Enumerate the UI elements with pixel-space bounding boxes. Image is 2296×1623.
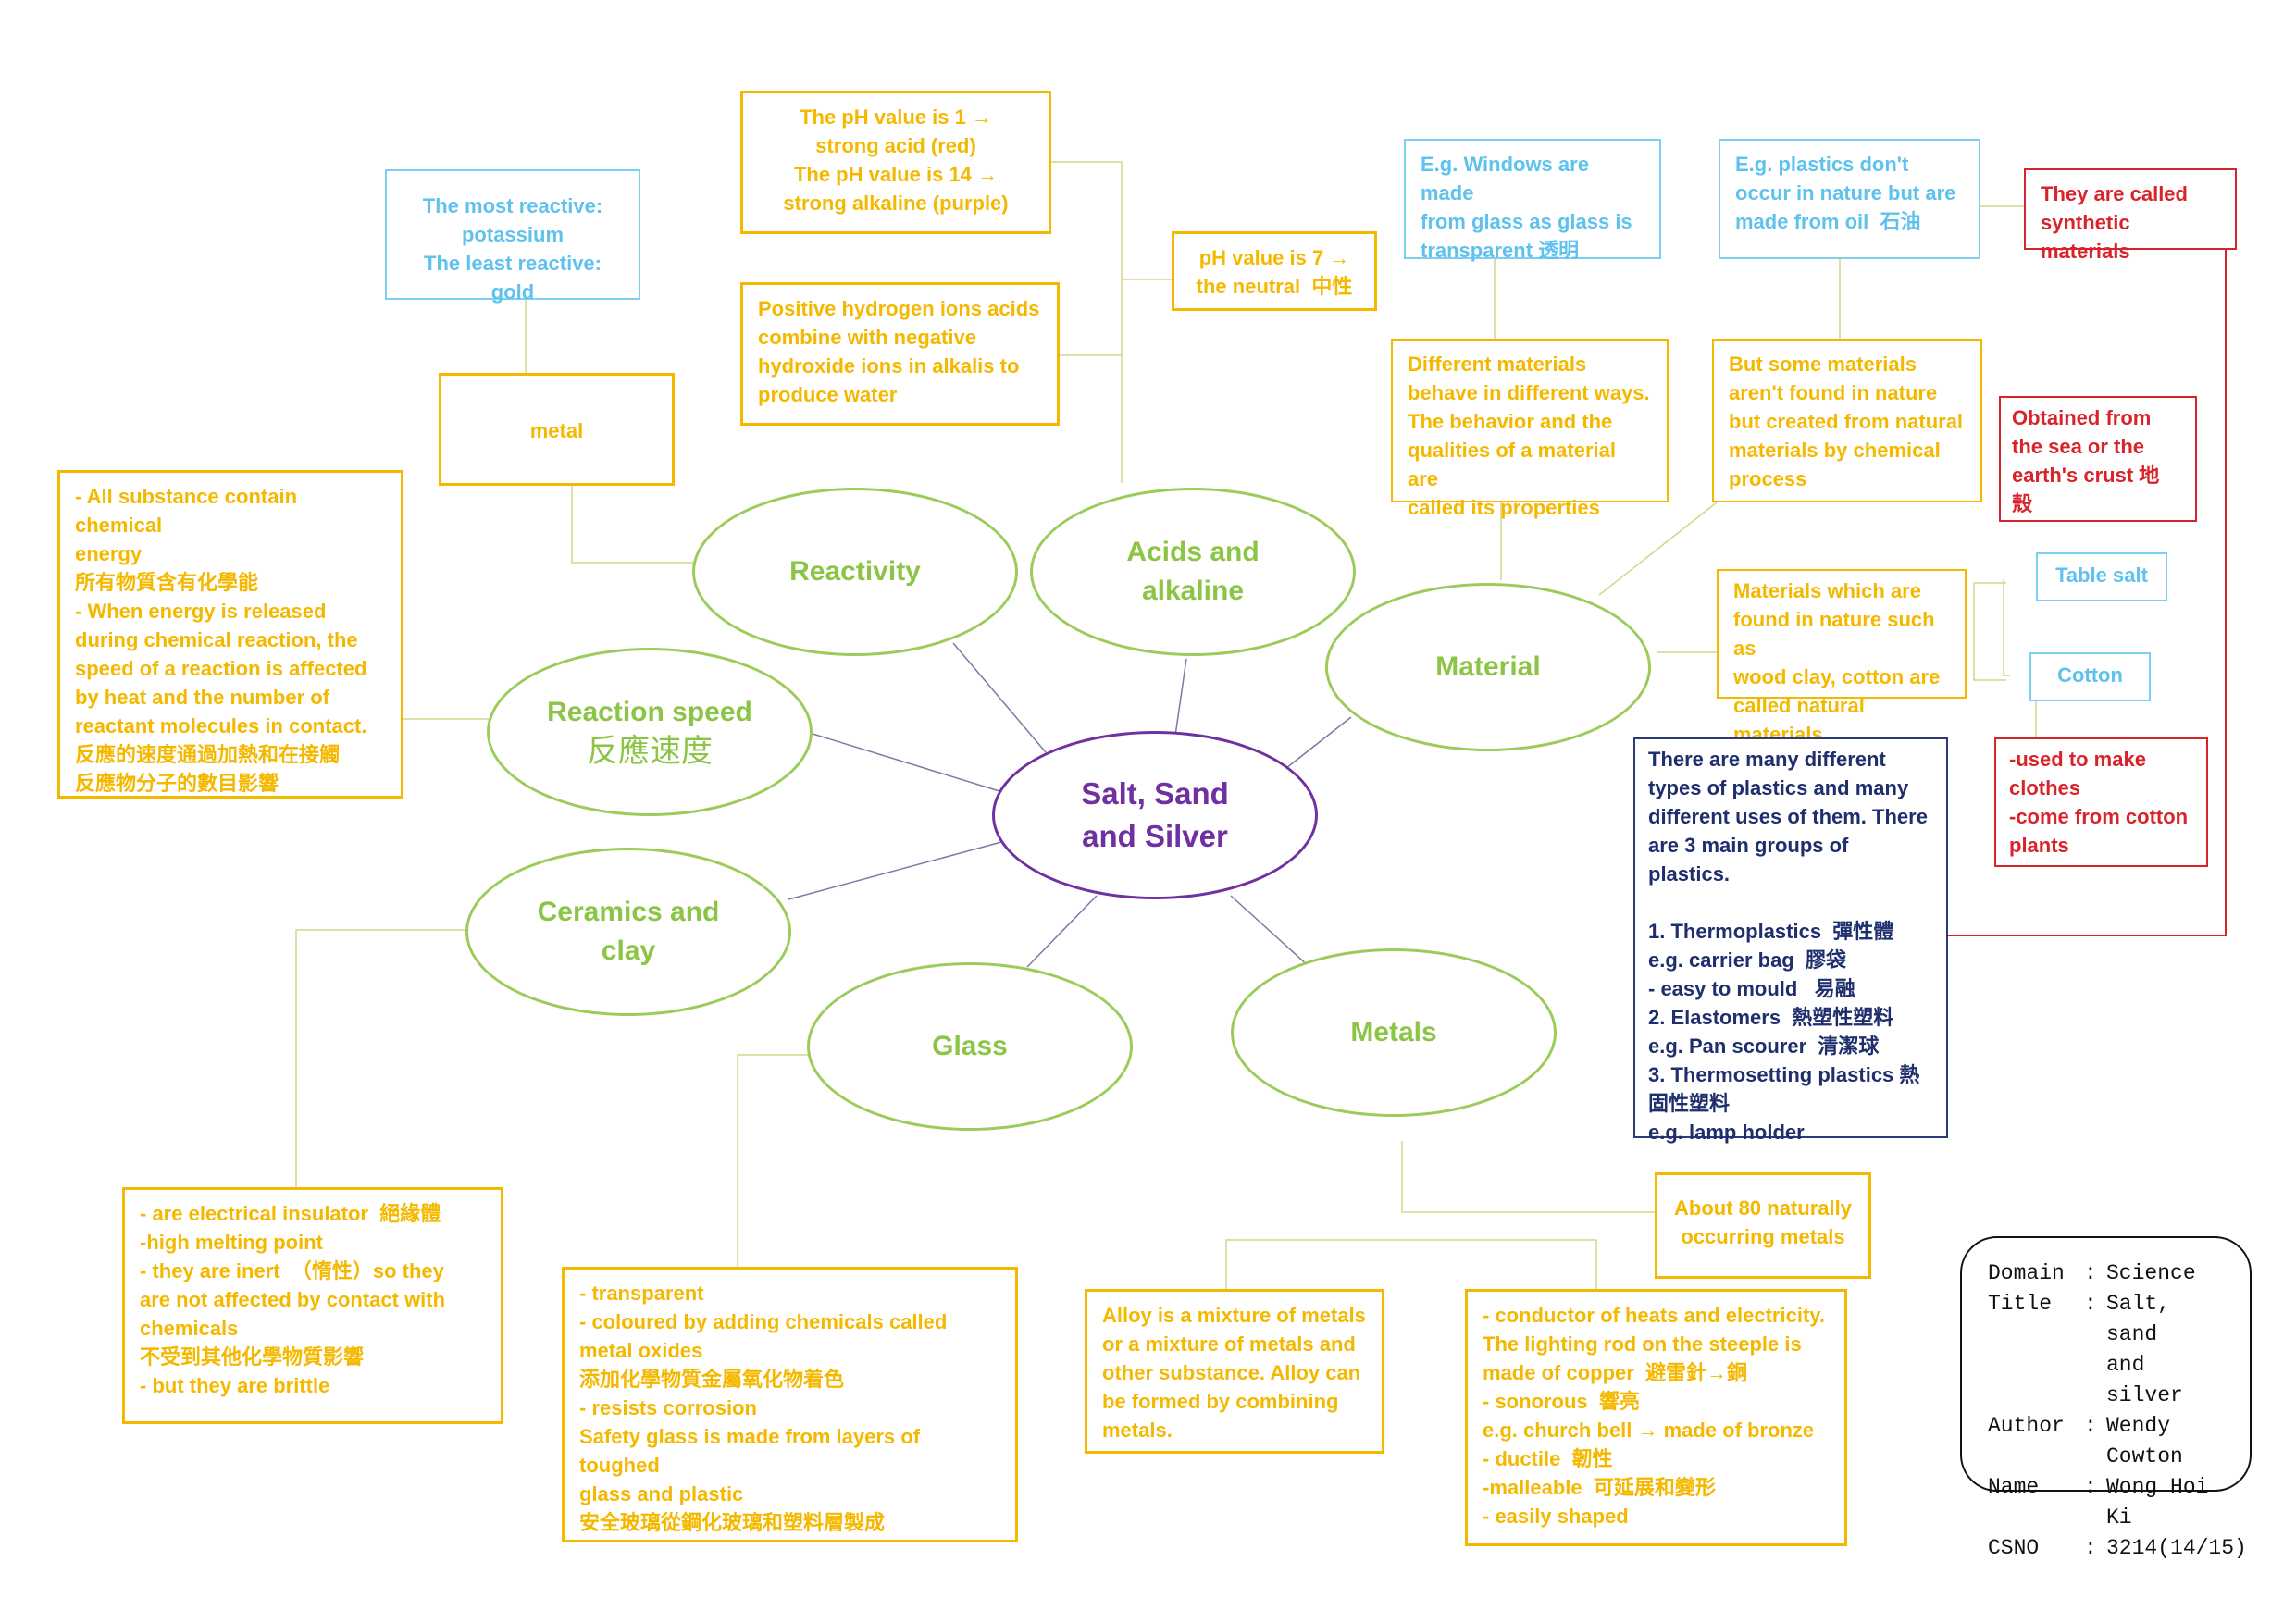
synthetic-link (1947, 250, 2227, 936)
note-ph-values: The pH value is 1 → strong acid (red) Th… (740, 91, 1051, 234)
note-ph-neutral: pH value is 7 → the neutral 中性 (1172, 231, 1377, 311)
note-synthetic-materials: They are called synthetic materials (2024, 168, 2237, 263)
info-row-domain: Domain:Science (1988, 1261, 2196, 1285)
note-metal-properties: - conductor of heats and electricity. Th… (1465, 1289, 1847, 1546)
note-chemical-process: But some materials aren't found in natur… (1712, 339, 1982, 502)
center-spokes (788, 642, 1352, 968)
branch-lines (295, 161, 2042, 1289)
topic-reactivity[interactable]: Reactivity (692, 488, 1018, 656)
note-most-reactive: The most reactive: potassium The least r… (385, 169, 640, 304)
note-chemical-energy: - All substance contain chemical energy … (57, 470, 403, 799)
note-neutralisation: Positive hydrogen ions acids combine wit… (740, 282, 1060, 426)
topic-ceramics-clay[interactable]: Ceramics and clay (465, 848, 791, 1016)
center-topic[interactable]: Salt, Sand and Silver (992, 731, 1318, 899)
note-plastics-oil: E.g. plastics don't occur in nature but … (1719, 139, 1980, 259)
info-row-csno: CSNO:3214(14/15) (1988, 1536, 2247, 1560)
topic-material[interactable]: Material (1325, 583, 1651, 751)
note-about-80-metals: About 80 naturally occurring metals (1655, 1172, 1871, 1279)
note-metal: metal (439, 373, 675, 486)
note-glass-properties: - transparent - coloured by adding chemi… (562, 1267, 1018, 1542)
info-row-title: Title:Salt, sand and silver (1988, 1292, 2183, 1407)
note-sea-crust: Obtained from the sea or the earth's cru… (1999, 396, 2197, 522)
note-natural-materials: Materials which are found in nature such… (1717, 569, 1967, 746)
topic-metals[interactable]: Metals (1231, 948, 1557, 1117)
topic-reaction-speed[interactable]: Reaction speed 反應速度 (487, 648, 813, 816)
topic-glass[interactable]: Glass (807, 962, 1133, 1131)
note-table-salt: Table salt (2036, 552, 2167, 601)
note-windows-glass: E.g. Windows are made from glass as glas… (1404, 139, 1661, 262)
topic-acids-alkaline[interactable]: Acids and alkaline (1030, 488, 1356, 656)
note-plastics-groups: There are many different types of plasti… (1633, 737, 1948, 1144)
note-cotton: Cotton (2029, 652, 2151, 701)
note-alloy: Alloy is a mixture of metals or a mixtur… (1085, 1289, 1384, 1454)
note-cotton-uses: -used to make clothes -come from cotton … (1994, 737, 2208, 867)
note-properties: Different materials behave in different … (1391, 339, 1669, 519)
info-row-name: Name:Wong Hoi Ki (1988, 1475, 2222, 1530)
note-ceramics-properties: - are electrical insulator 絕緣體 -high mel… (122, 1187, 503, 1424)
info-row-author: Author:Wendy Cowton (1988, 1414, 2183, 1468)
info-card: Domain:Science Title:Salt, sand and silv… (1960, 1236, 2252, 1560)
